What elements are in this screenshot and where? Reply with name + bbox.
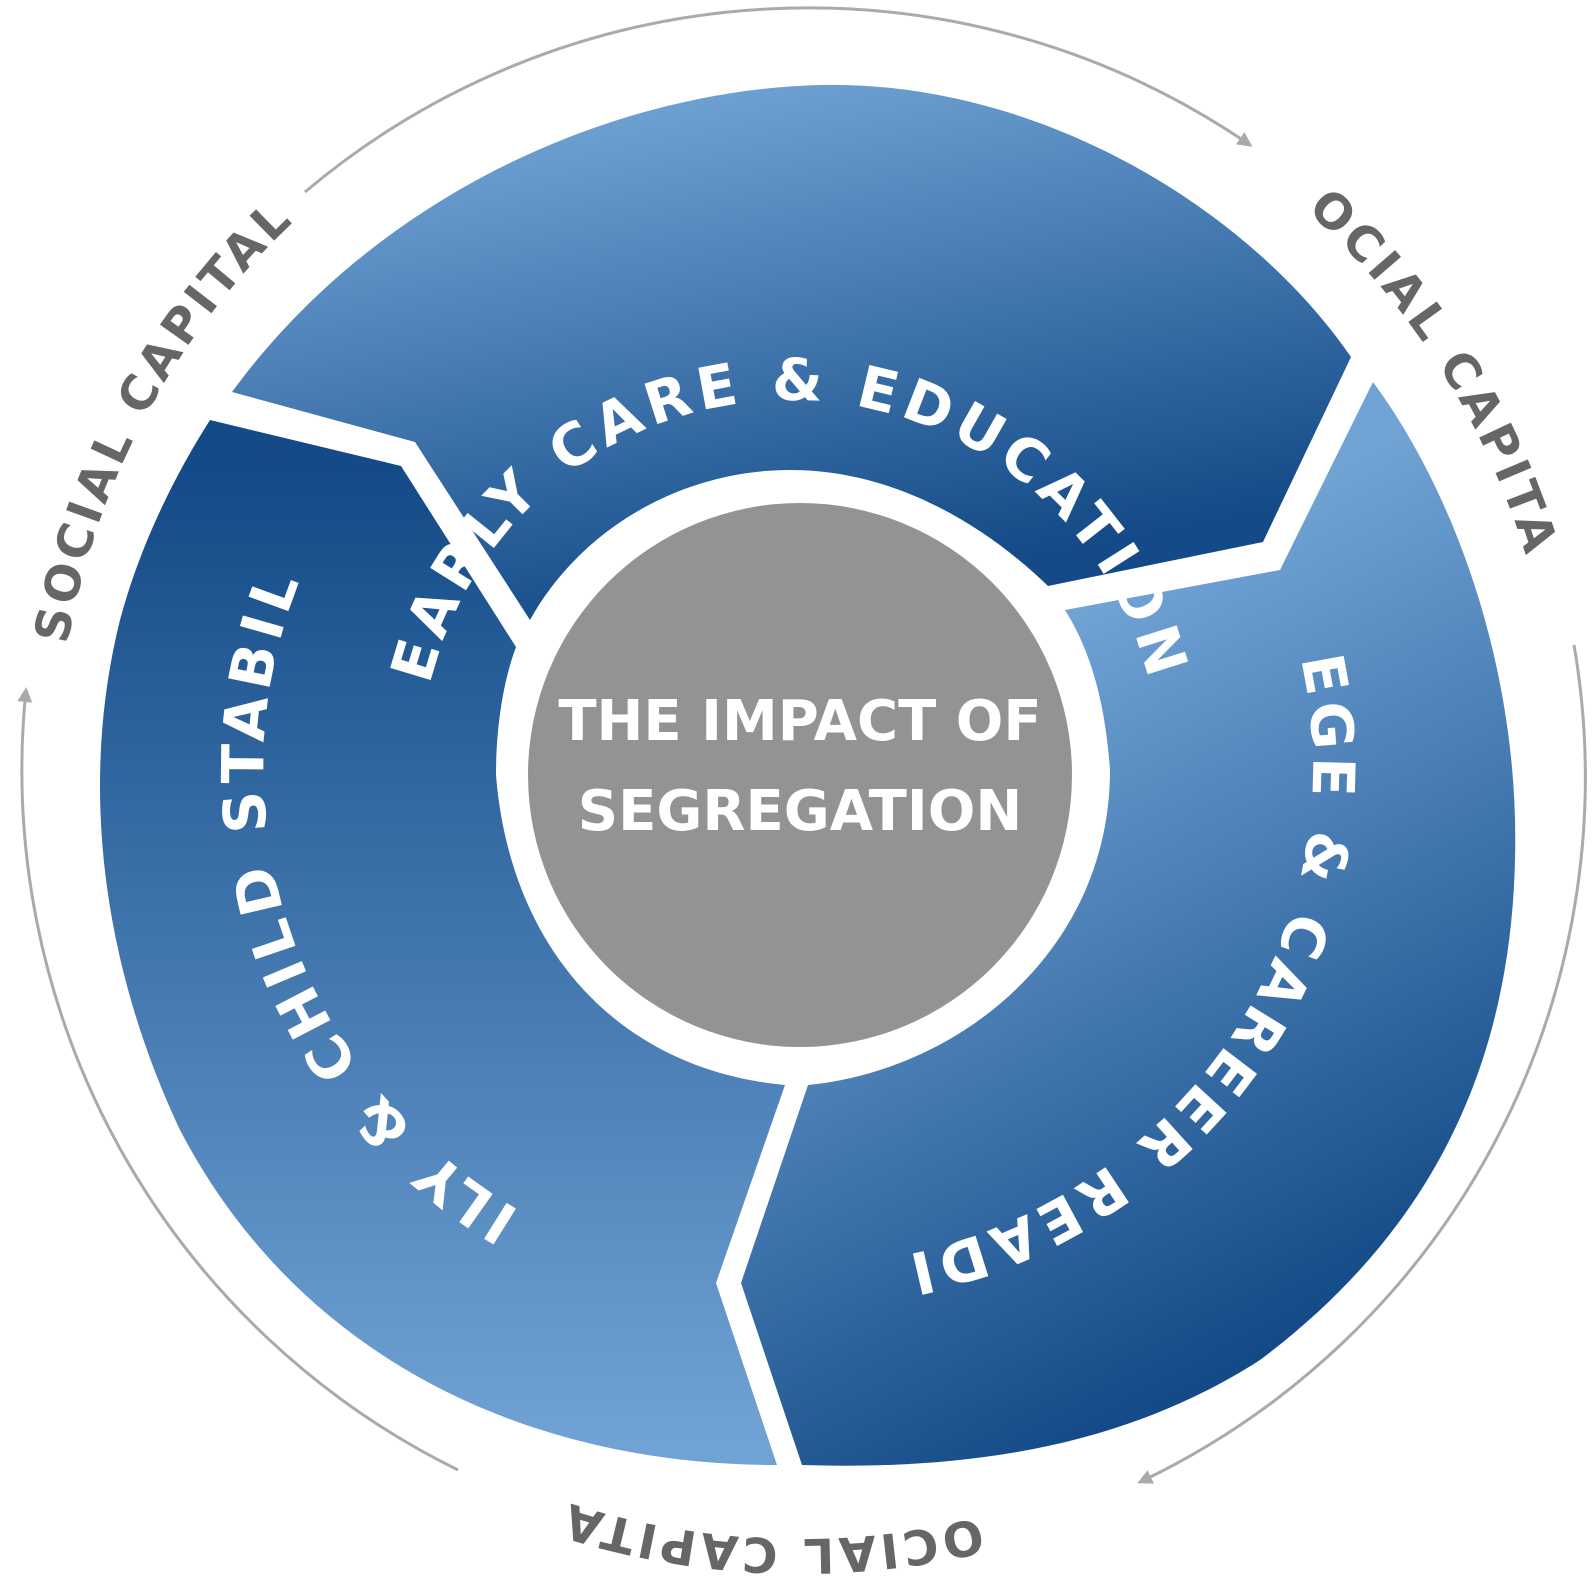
segment-early-care (232, 84, 1351, 620)
center-title-line1: THE IMPACT OF (558, 689, 1041, 754)
center-title-line2: SEGREGATION (578, 779, 1022, 844)
segment-college-career (741, 382, 1516, 1466)
arc-upper-right (304, 6, 1253, 194)
arc-lower-right (1137, 644, 1587, 1484)
segment-family-child (100, 420, 785, 1465)
arc-left (17, 687, 459, 1472)
center-circle (528, 503, 1072, 1047)
